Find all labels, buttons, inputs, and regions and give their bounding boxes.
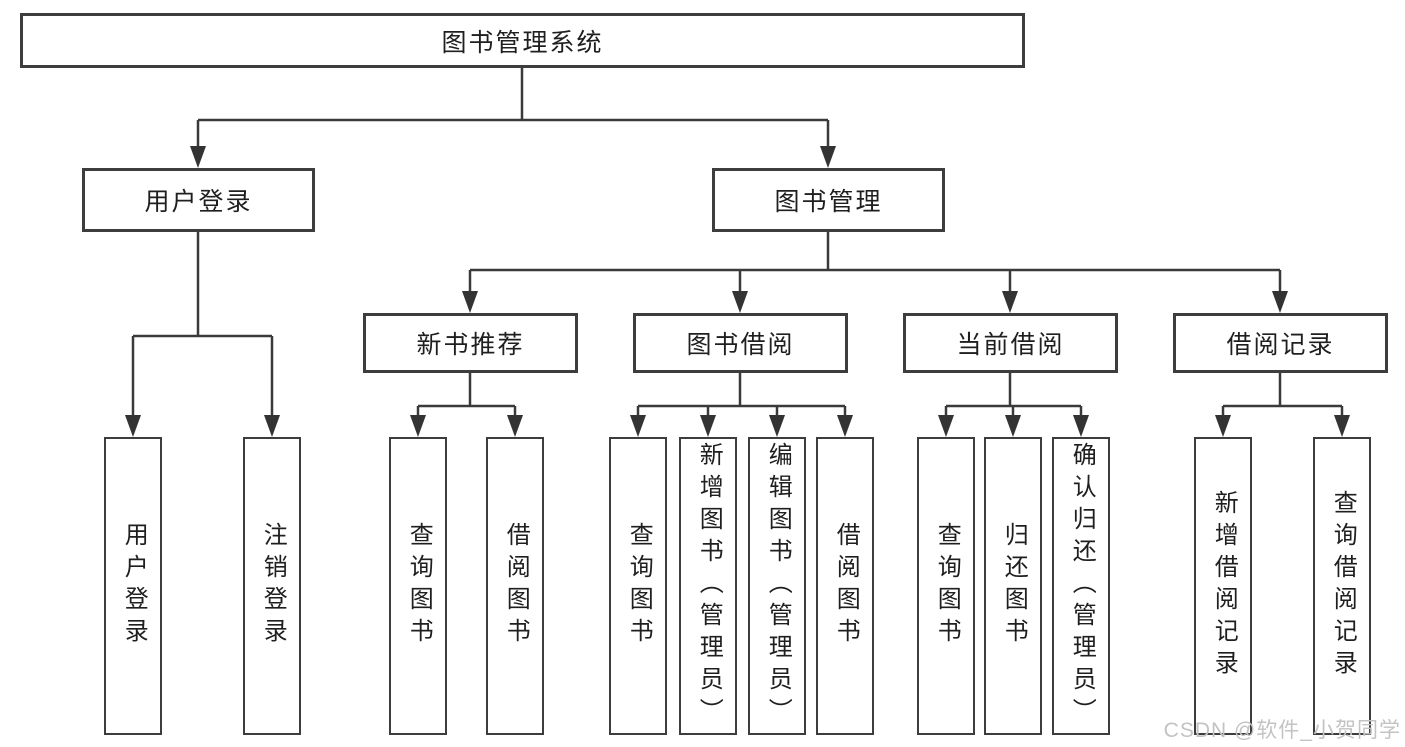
node-label: 确认归还（管理员） <box>1068 442 1096 730</box>
node-label: 新书推荐 <box>416 331 525 359</box>
node-label: 注销登录 <box>259 522 287 650</box>
leaf-add-borrow-record: 新增借阅记录 <box>1194 437 1252 735</box>
node-label: 查询图书 <box>625 522 653 650</box>
node-label: 借阅记录 <box>1226 331 1335 359</box>
leaf-search-books-recommend: 查询图书 <box>389 437 447 735</box>
node-label: 查询借阅记录 <box>1329 490 1357 682</box>
leaf-logout: 注销登录 <box>243 437 301 735</box>
leaf-return-books: 归还图书 <box>984 437 1042 735</box>
node-label: 用户登录 <box>120 522 148 650</box>
leaf-edit-books-admin: 编辑图书（管理员） <box>748 437 806 735</box>
leaf-add-books-admin: 新增图书（管理员） <box>679 437 737 735</box>
node-label: 编辑图书（管理员） <box>764 442 792 730</box>
arrowheads <box>125 146 1350 437</box>
node-label: 用户登录 <box>144 188 253 216</box>
node-label: 归还图书 <box>1000 522 1028 650</box>
node-label: 图书管理系统 <box>441 28 604 57</box>
node-label: 新增图书（管理员） <box>695 442 723 730</box>
leaf-borrow-books: 借阅图书 <box>816 437 874 735</box>
node-label: 借阅图书 <box>502 522 530 650</box>
leaf-borrow-books-recommend: 借阅图书 <box>486 437 544 735</box>
node-new-book-recommendation: 新书推荐 <box>363 313 578 373</box>
leaf-search-books-current: 查询图书 <box>917 437 975 735</box>
node-label: 图书管理 <box>774 188 883 216</box>
leaf-confirm-return-admin: 确认归还（管理员） <box>1052 437 1110 735</box>
node-user-login: 用户登录 <box>82 168 315 232</box>
node-label: 当前借阅 <box>956 331 1065 359</box>
node-label: 借阅图书 <box>832 522 860 650</box>
leaf-search-borrow-record: 查询借阅记录 <box>1313 437 1371 735</box>
leaf-search-books-borrowing: 查询图书 <box>609 437 667 735</box>
node-current-borrowing: 当前借阅 <box>903 313 1118 373</box>
leaf-user-login: 用户登录 <box>104 437 162 735</box>
node-label: 查询图书 <box>405 522 433 650</box>
node-book-borrowing: 图书借阅 <box>633 313 848 373</box>
node-label: 图书借阅 <box>686 331 795 359</box>
csdn-watermark: CSDN @软件_小贺同学 <box>1163 719 1401 742</box>
node-borrowing-records: 借阅记录 <box>1173 313 1388 373</box>
node-label: 查询图书 <box>933 522 961 650</box>
node-library-management-system: 图书管理系统 <box>20 13 1025 68</box>
node-label: 新增借阅记录 <box>1210 490 1238 682</box>
node-book-management: 图书管理 <box>712 168 945 232</box>
